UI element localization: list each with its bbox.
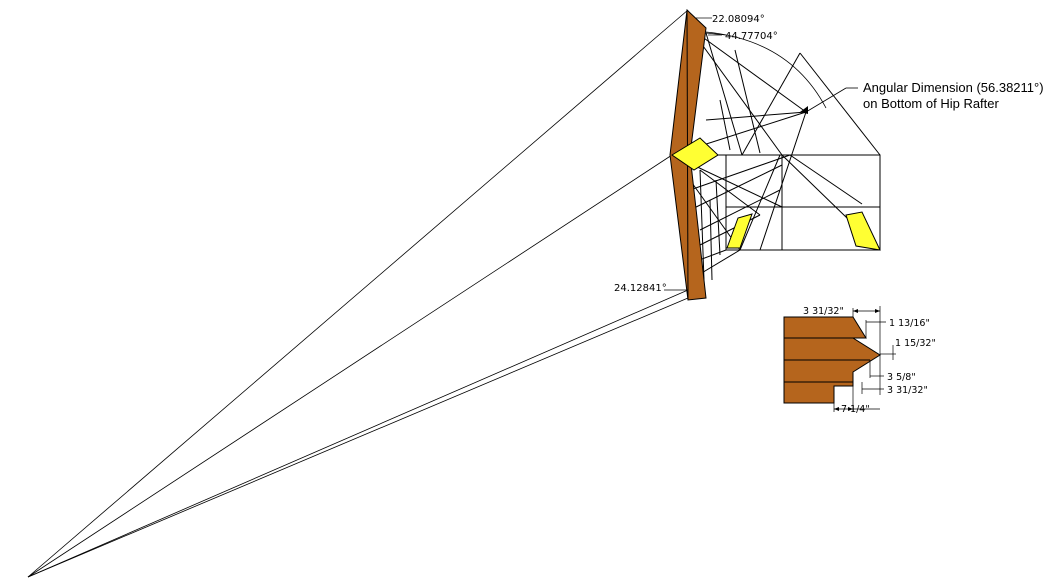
dim-notch-mid: 1 15/32" (895, 338, 936, 349)
dim-arrow-icon (853, 309, 858, 313)
callout-arrow-icon (800, 106, 808, 114)
dim-bottom-width: 7 1/4" (841, 404, 870, 415)
angle-top-outer-label: 22.08094° (712, 14, 765, 25)
perspective-lines (27, 9, 689, 578)
dim-arrow-icon (848, 407, 853, 411)
dim-arrow-icon (834, 407, 839, 411)
angle-bottom-label: 24.12841° (614, 283, 667, 294)
angle-labels: 22.08094° 44.77704° 24.12841° (614, 14, 778, 294)
cut-face-top (671, 137, 719, 171)
dim-arrow-icon (875, 309, 880, 313)
dim-top-width: 3 31/32" (803, 306, 844, 317)
dim-right-2: 3 31/32" (887, 385, 928, 396)
rafter-section-detail: 3 31/32" 1 13/16" 1 15/32" 3 5/8" 3 31/3… (783, 306, 936, 415)
cut-faces (671, 137, 881, 251)
cut-face-right (845, 211, 881, 251)
callout-line-2: on Bottom of Hip Rafter (863, 96, 1000, 111)
callout-line-1: Angular Dimension (56.38211°) (863, 80, 1044, 95)
dim-right-1: 3 5/8" (887, 372, 916, 383)
angle-top-inner-label: 44.77704° (725, 31, 778, 42)
dim-notch-top: 1 13/16" (889, 318, 930, 329)
cut-face-left (726, 213, 753, 249)
angular-dimension-callout: Angular Dimension (56.38211°) on Bottom … (800, 80, 1044, 114)
